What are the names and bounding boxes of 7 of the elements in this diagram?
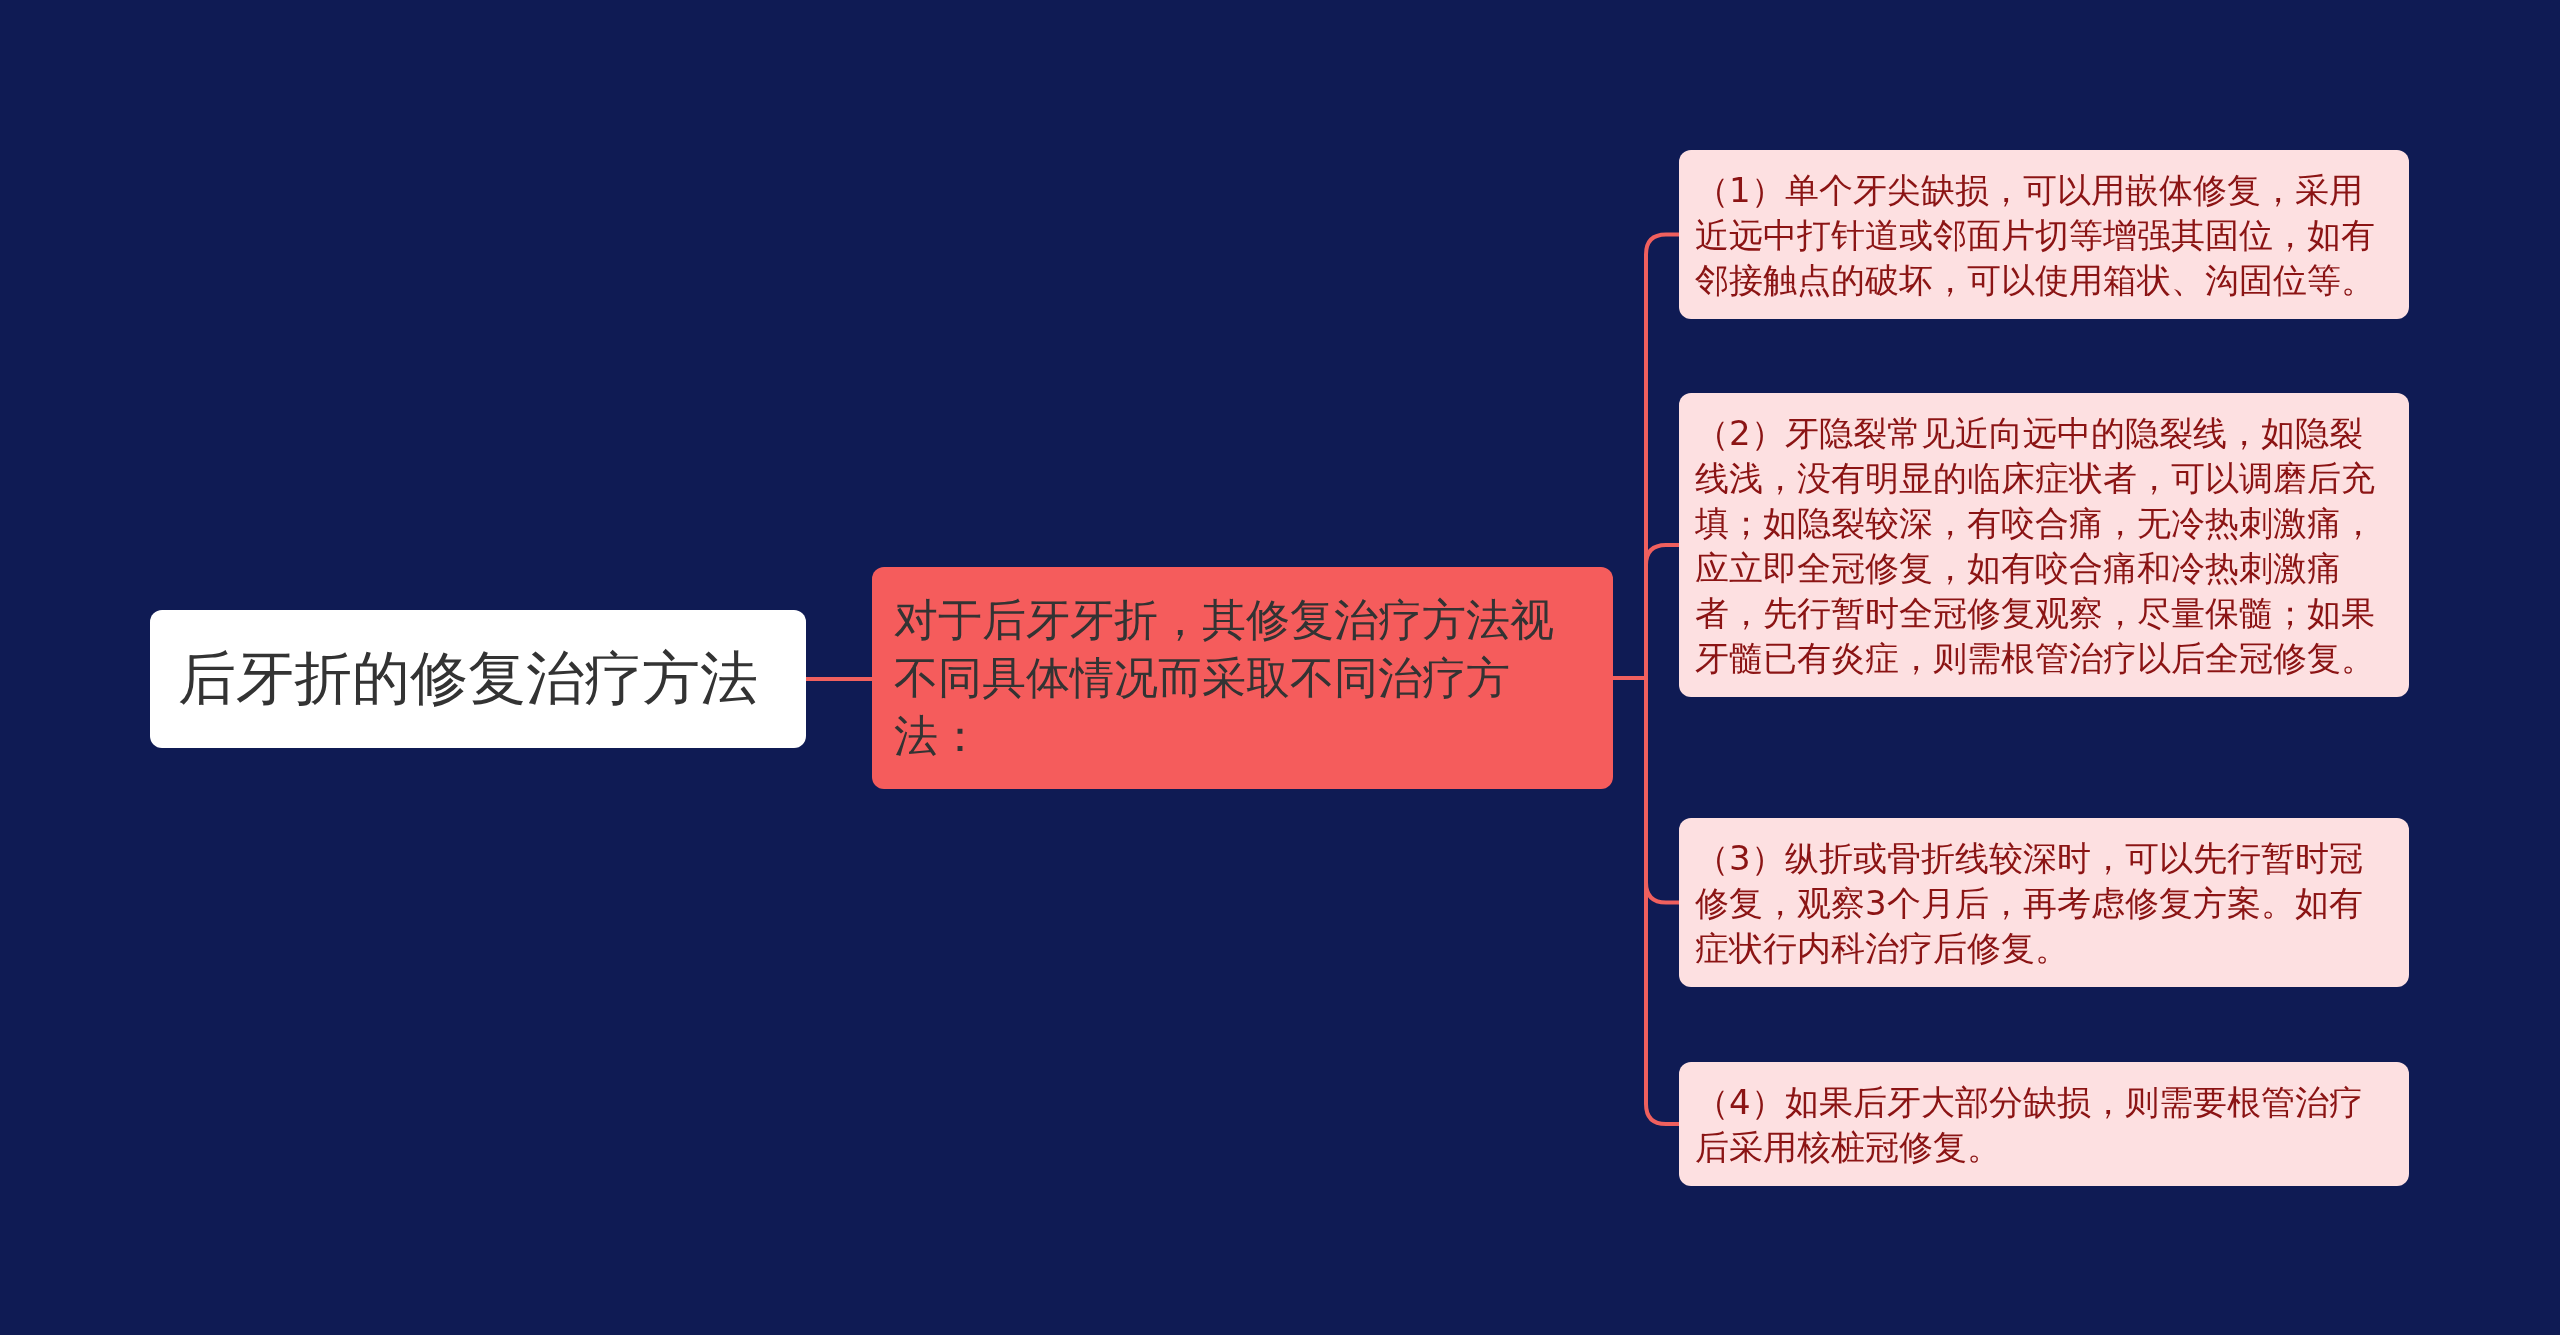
topic-box: 对于后牙牙折，其修复治疗方法视不同具体情况而采取不同治疗方法： <box>872 567 1613 789</box>
subtopic-box: （3）纵折或骨折线较深时，可以先行暂时冠修复，观察3个月后，再考虑修复方案。如有症状行内科治疗后修复。 <box>1679 818 2409 987</box>
root-topic-box: 后牙折的修复治疗方法 <box>150 610 806 748</box>
subtopic-box: （2）牙隐裂常见近向远中的隐裂线，如隐裂线浅，没有明显的临床症状者，可以调磨后充填；如隐裂较深，有咬合痛，无冷热刺激痛，应立即全冠修复，如有咬合痛和冷热刺激痛者，先行暂时全冠修复观察，尽量保髓；如果牙髓已有炎症，则需根管治疗以后全冠修复。 <box>1679 393 2409 697</box>
subtopic-box: （4）如果后牙大部分缺损，则需要根管治疗后采用核桩冠修复。 <box>1679 1062 2409 1186</box>
connector-line <box>806 677 872 681</box>
subtopic-box: （1）单个牙尖缺损，可以用嵌体修复，采用近远中打针道或邻面片切等增强其固位，如有邻接触点的破坏，可以使用箱状、沟固位等。 <box>1679 150 2409 319</box>
